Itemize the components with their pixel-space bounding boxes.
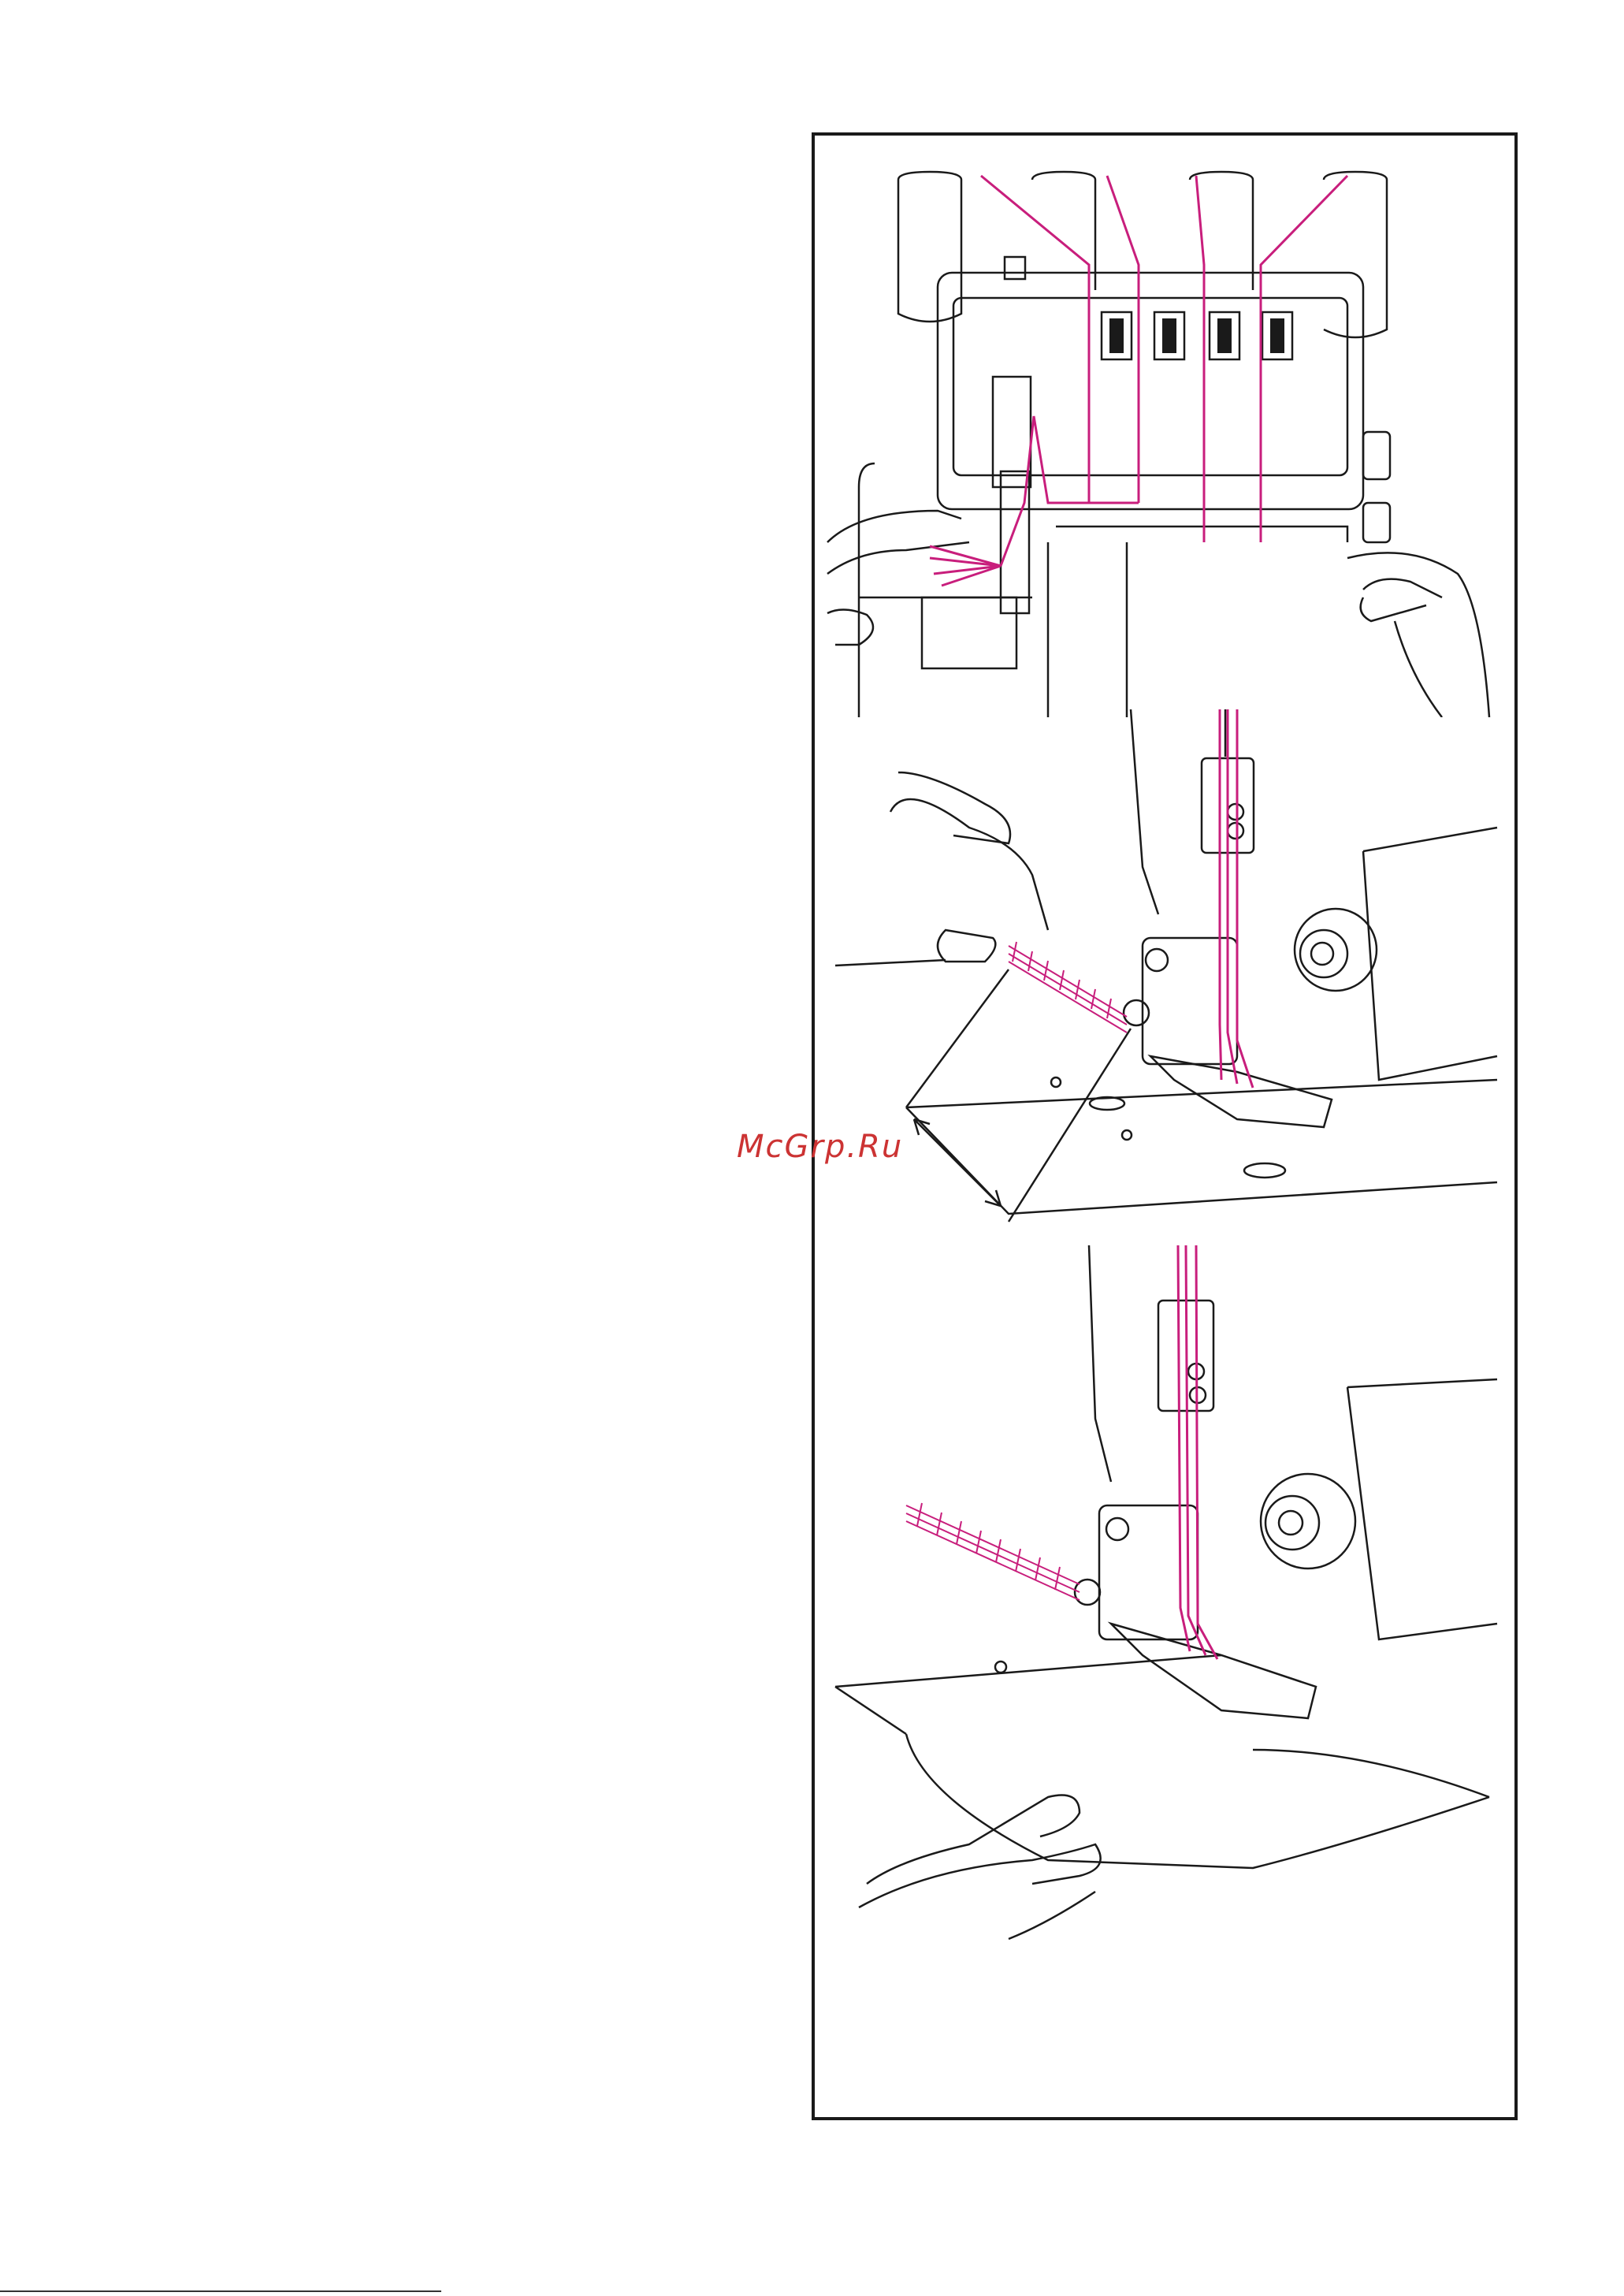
figure-overlock-front (812, 132, 1518, 717)
presser-foot-illustration (812, 709, 1518, 1230)
overlock-front-illustration (812, 132, 1518, 717)
watermark: McGrp.Ru (737, 1129, 903, 1165)
figure-fabric-under-foot (812, 1245, 1518, 1955)
fabric-feed-illustration (812, 1245, 1518, 1955)
footer-rule (0, 2290, 441, 2292)
figure-presser-foot-chain (812, 709, 1518, 1230)
